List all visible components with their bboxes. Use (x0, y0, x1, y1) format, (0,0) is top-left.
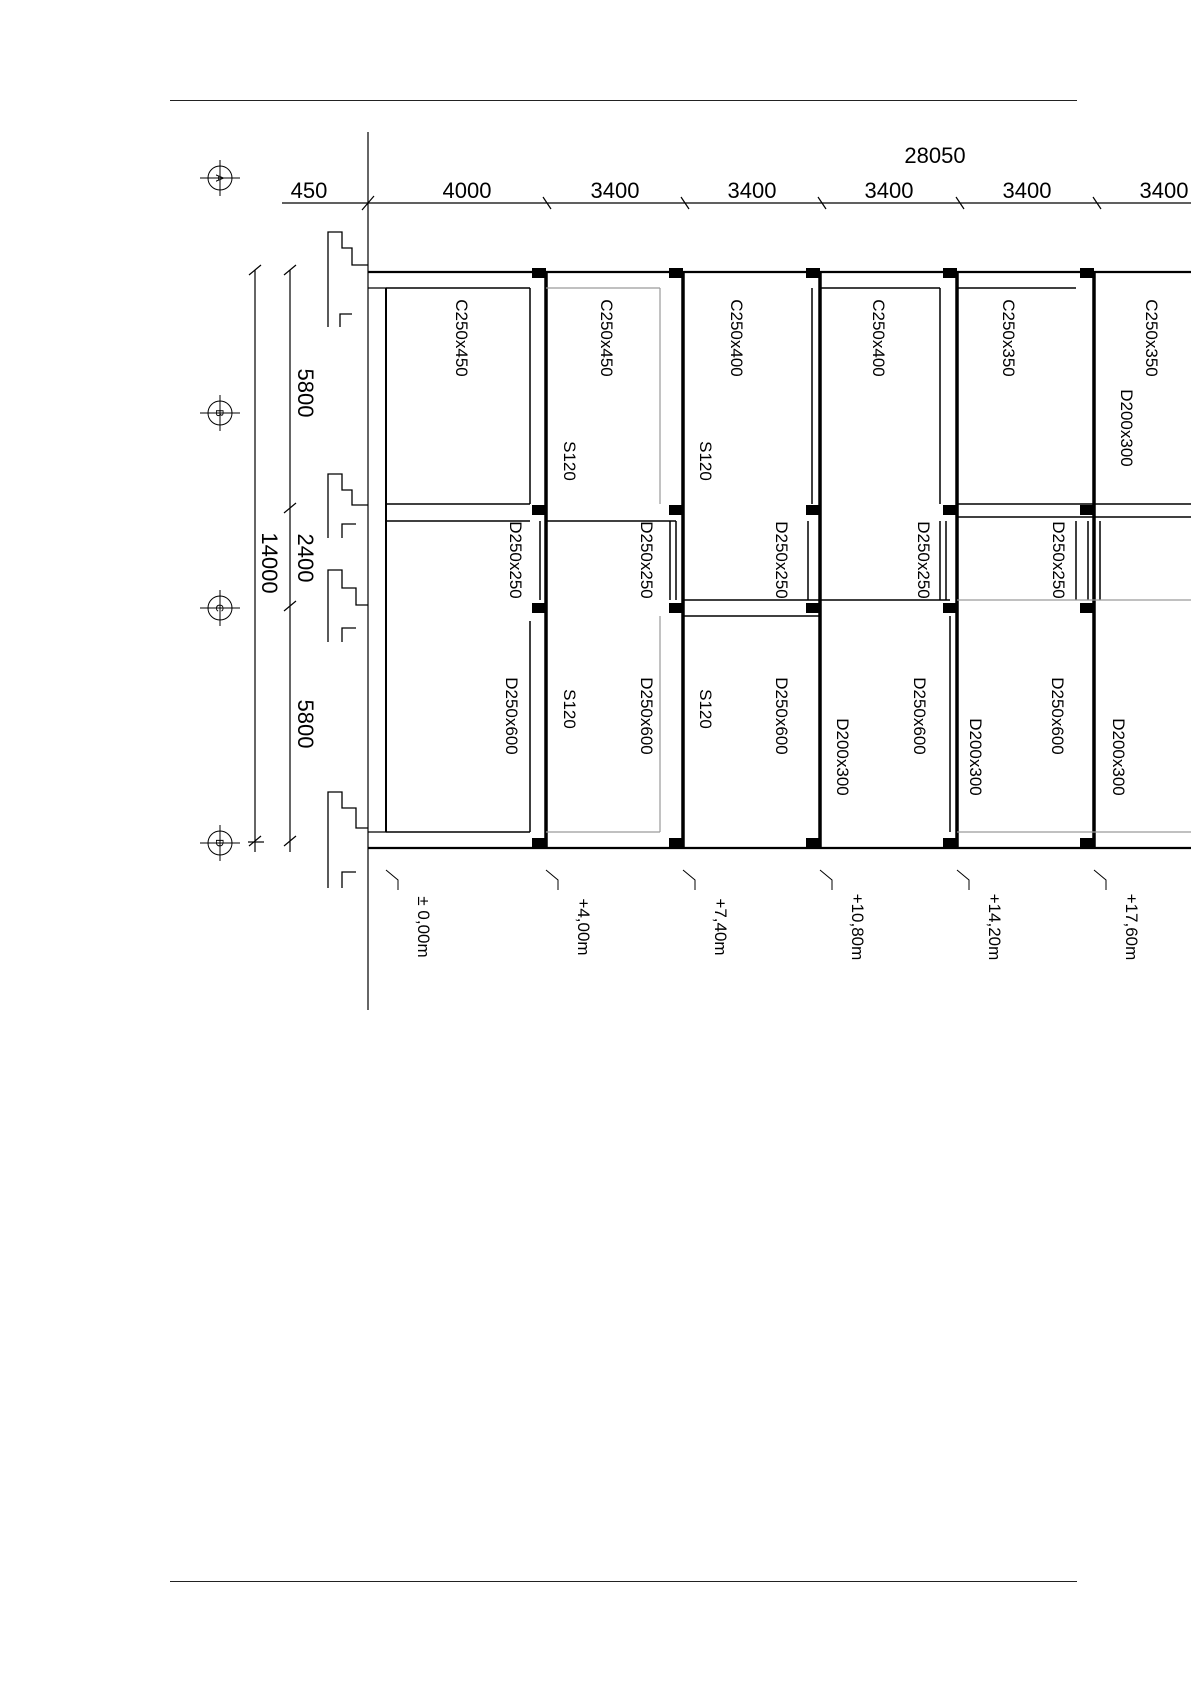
axis-label-d: D (213, 839, 225, 847)
top-dimension-line (282, 132, 1191, 1010)
slab-label-1: S120 (696, 441, 715, 481)
bay-label-6: 3400 (1140, 178, 1189, 203)
bay-label-2: 3400 (591, 178, 640, 203)
beam-small-label-1: D200x300 (966, 718, 985, 796)
frame-lines (368, 270, 1191, 850)
slab-label-0: S120 (560, 441, 579, 481)
bay-label-3: 3400 (728, 178, 777, 203)
level-label-3: +10,80m (848, 894, 867, 961)
column-label-4: C250x350 (999, 299, 1018, 377)
bay-label-4: 3400 (865, 178, 914, 203)
footer-rule (170, 1581, 1077, 1582)
beam-low-label-0: D250x600 (502, 677, 521, 755)
column-label-1: C250x450 (597, 299, 616, 377)
beam-mid-label-3: D250x250 (914, 521, 933, 599)
beam-low-label-3: D250x600 (910, 677, 929, 755)
column-nodes (532, 268, 1094, 848)
axis-label-c: C (213, 604, 225, 612)
slab-label-3: S120 (696, 689, 715, 729)
height-label-2: 5800 (293, 700, 318, 749)
column-label-0: C250x450 (452, 299, 471, 377)
axis-bubble-b: B (200, 395, 240, 431)
left-dimension-lines (248, 264, 297, 852)
bay-label-5: 3400 (1003, 178, 1052, 203)
level-label-0: ± 0,00m (414, 896, 433, 957)
level-label-5: +17,60m (1122, 894, 1141, 961)
column-label-5: C250x350 (1142, 299, 1161, 377)
slab-label-2: S120 (560, 689, 579, 729)
axis-bubble-a: A (200, 160, 240, 196)
total-length-label: 28050 (904, 143, 965, 168)
axis-label-a: A (213, 174, 225, 182)
beam-low-label-1: D250x600 (637, 677, 656, 755)
total-height-label: 14000 (257, 532, 282, 593)
axis-label-b: B (213, 409, 225, 416)
level-label-2: +7,40m (711, 898, 730, 955)
beam-mid-label-2: D250x250 (772, 521, 791, 599)
axis-bubble-d: D (200, 825, 240, 861)
beam-mid-label-4: D250x250 (1049, 521, 1068, 599)
level-label-4: +14,20m (985, 894, 1004, 961)
beam-small-label-3: D200x300 (1117, 389, 1136, 467)
column-label-2: C250x400 (727, 299, 746, 377)
bay-label-0: 450 (291, 178, 328, 203)
bay-label-1: 4000 (443, 178, 492, 203)
height-label-0: 5800 (293, 369, 318, 418)
beam-mid-label-1: D250x250 (637, 521, 656, 599)
beam-mid-label-0: D250x250 (506, 521, 525, 599)
beam-small-label-0: D200x300 (833, 718, 852, 796)
axis-bubble-c: C (200, 590, 240, 626)
beam-low-label-4: D250x600 (1048, 677, 1067, 755)
beam-small-label-2: D200x300 (1109, 718, 1128, 796)
header-rule (170, 100, 1077, 101)
stair-profiles (327, 231, 386, 888)
height-label-1: 2400 (293, 534, 318, 583)
column-label-3: C250x400 (869, 299, 888, 377)
level-markers (385, 869, 1107, 890)
hidden-lines (546, 287, 1191, 833)
level-label-1: +4,00m (574, 898, 593, 955)
beam-low-label-2: D250x600 (772, 677, 791, 755)
